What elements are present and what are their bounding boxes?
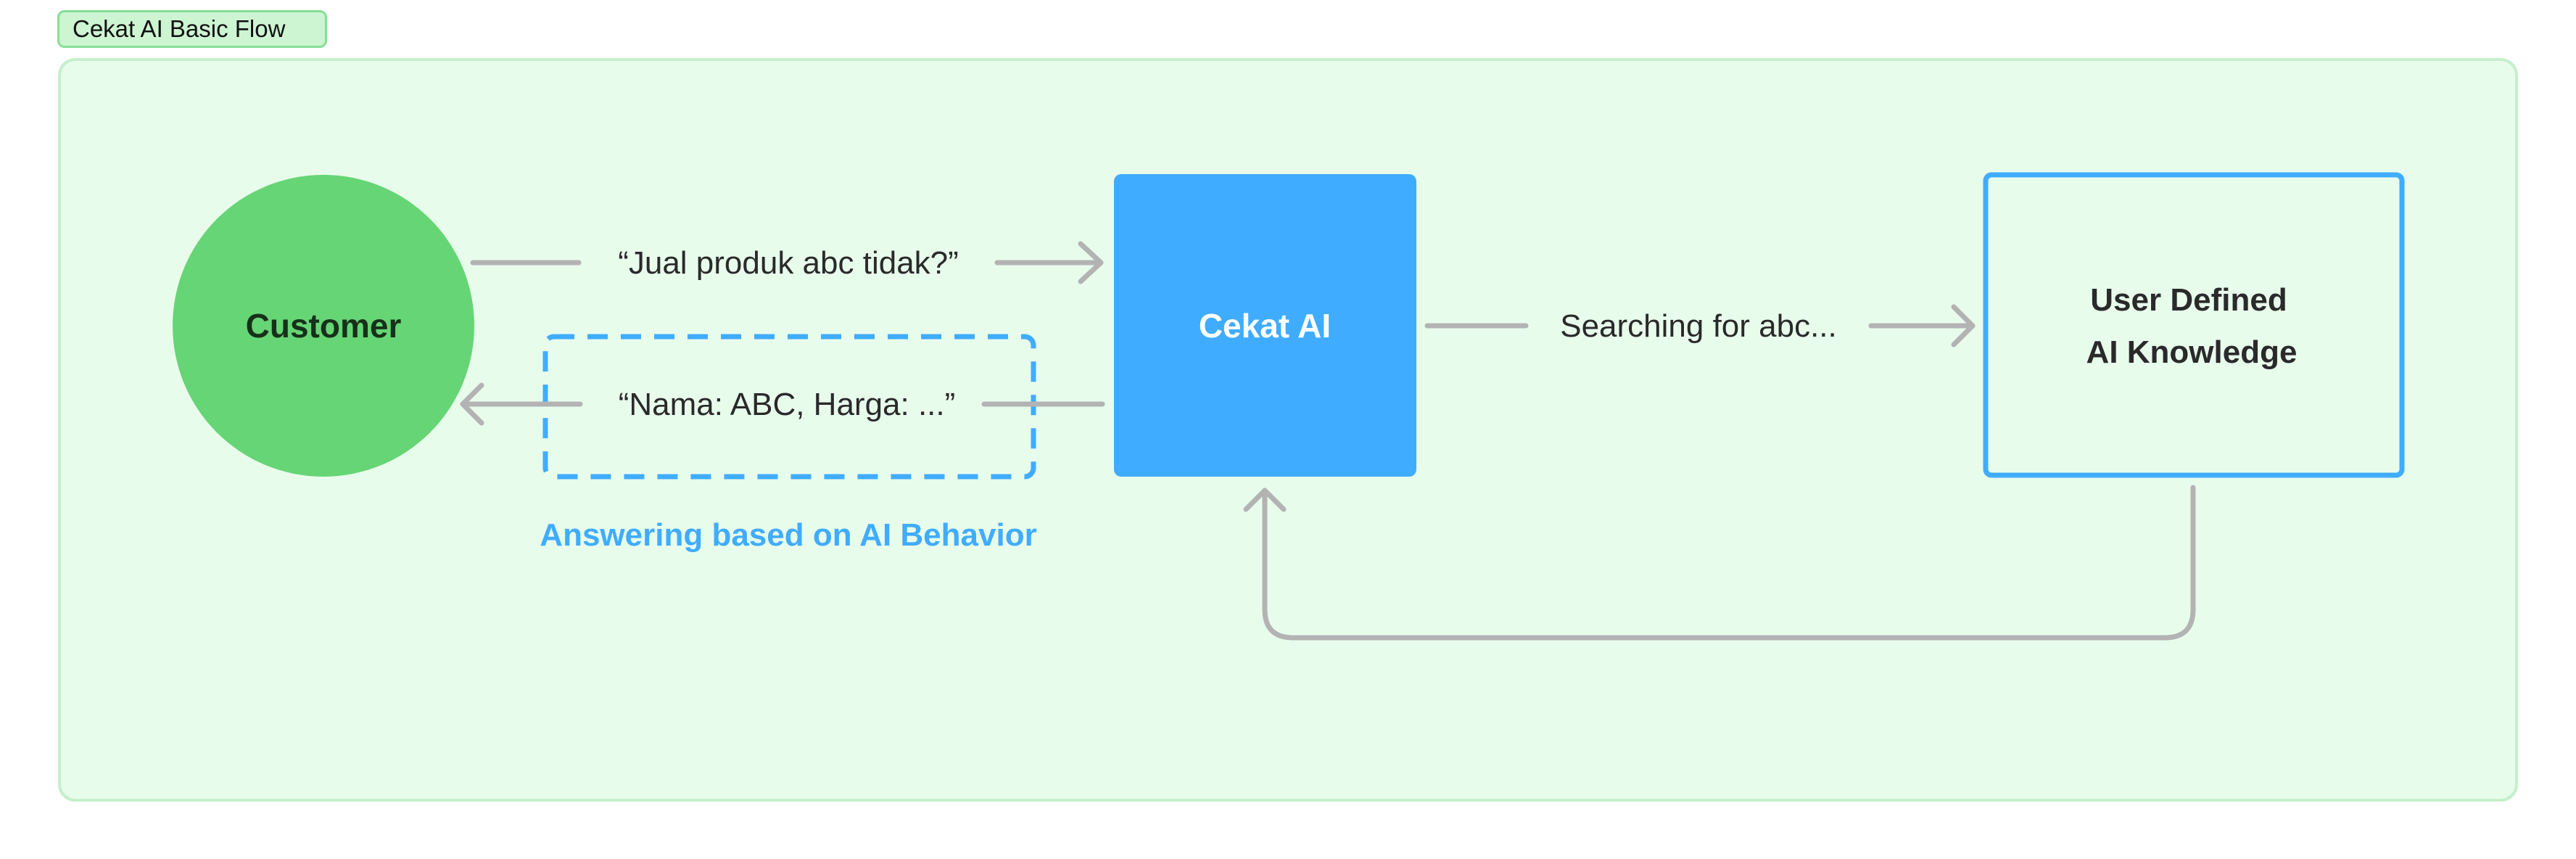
search-edge-label: Searching for abc... [1560,308,1837,344]
customer-node[interactable] [173,175,474,477]
return-arrow-path [1262,485,2196,641]
cekat-ai-label: Cekat AI [1199,307,1331,345]
answer-edge-label: “Nama: ABC, Harga: ...” [619,387,956,422]
question-edge-label: “Jual produk abc tidak?” [618,245,959,281]
search-arrowhead-icon [1951,304,1976,348]
knowledge-node[interactable] [1983,172,2405,478]
return-arrowhead-icon [1243,488,1287,512]
knowledge-label-line1: User Defined [2090,282,2287,318]
answer-arrowhead-icon [460,382,484,426]
frame-title: Cekat AI Basic Flow [57,10,327,48]
knowledge-label-line2: AI Knowledge [2086,334,2298,370]
customer-label: Customer [246,307,402,345]
answer-group-caption: Answering based on AI Behavior [540,517,1036,553]
question-arrowhead-icon [1078,241,1104,284]
cekat-ai-node[interactable] [1114,174,1416,477]
